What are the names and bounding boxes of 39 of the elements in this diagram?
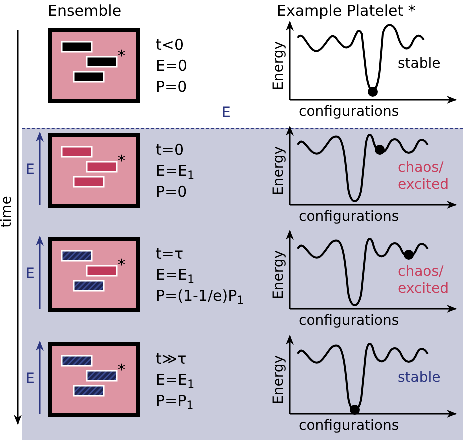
axis-label: configurations <box>299 105 400 119</box>
marker-symbol: * <box>118 49 126 64</box>
axis-label: Energy <box>272 40 286 93</box>
axis-label: Energy <box>272 354 286 407</box>
ensemble-box <box>48 342 140 417</box>
condition-text: P=(1-1/e)P$_{1}$ <box>156 289 244 304</box>
ensemble-box <box>48 237 140 312</box>
marker-symbol: * <box>118 363 126 378</box>
axis-label: Energy <box>272 146 286 198</box>
axis-label: configurations <box>299 419 400 433</box>
condition-text: t=0 <box>156 143 184 158</box>
field-label: E <box>26 372 35 386</box>
axis-label: configurations <box>299 210 400 224</box>
field-label: E <box>26 163 35 177</box>
ensemble-box <box>48 133 140 208</box>
condition-text: t≫τ <box>156 352 187 367</box>
field-label: E <box>26 267 35 281</box>
state-label: chaos/ excited <box>398 160 450 194</box>
column-heading: Ensemble <box>48 4 122 19</box>
condition-text: t=τ <box>156 247 184 262</box>
ensemble-box <box>48 28 140 103</box>
condition-text: P=0 <box>156 80 188 95</box>
field-label: E <box>222 106 231 120</box>
condition-text: E=0 <box>156 59 188 74</box>
condition-text: E=E$_{1}$ <box>156 268 195 283</box>
column-heading: Example Platelet * <box>277 4 416 19</box>
axis-label: configurations <box>299 314 400 328</box>
state-label: stable <box>398 56 442 73</box>
condition-text: E=E$_{1}$ <box>156 164 195 179</box>
state-label: chaos/ excited <box>398 264 450 298</box>
axis-label: time <box>0 195 14 229</box>
condition-text: P=P$_{1}$ <box>156 394 194 409</box>
condition-text: t<0 <box>156 38 184 53</box>
axis-label: Energy <box>272 250 286 302</box>
state-label: stable <box>398 370 442 387</box>
condition-text: E=E$_{1}$ <box>156 373 195 388</box>
condition-text: P=0 <box>156 185 188 200</box>
marker-symbol: * <box>118 154 126 169</box>
marker-symbol: * <box>118 258 126 273</box>
